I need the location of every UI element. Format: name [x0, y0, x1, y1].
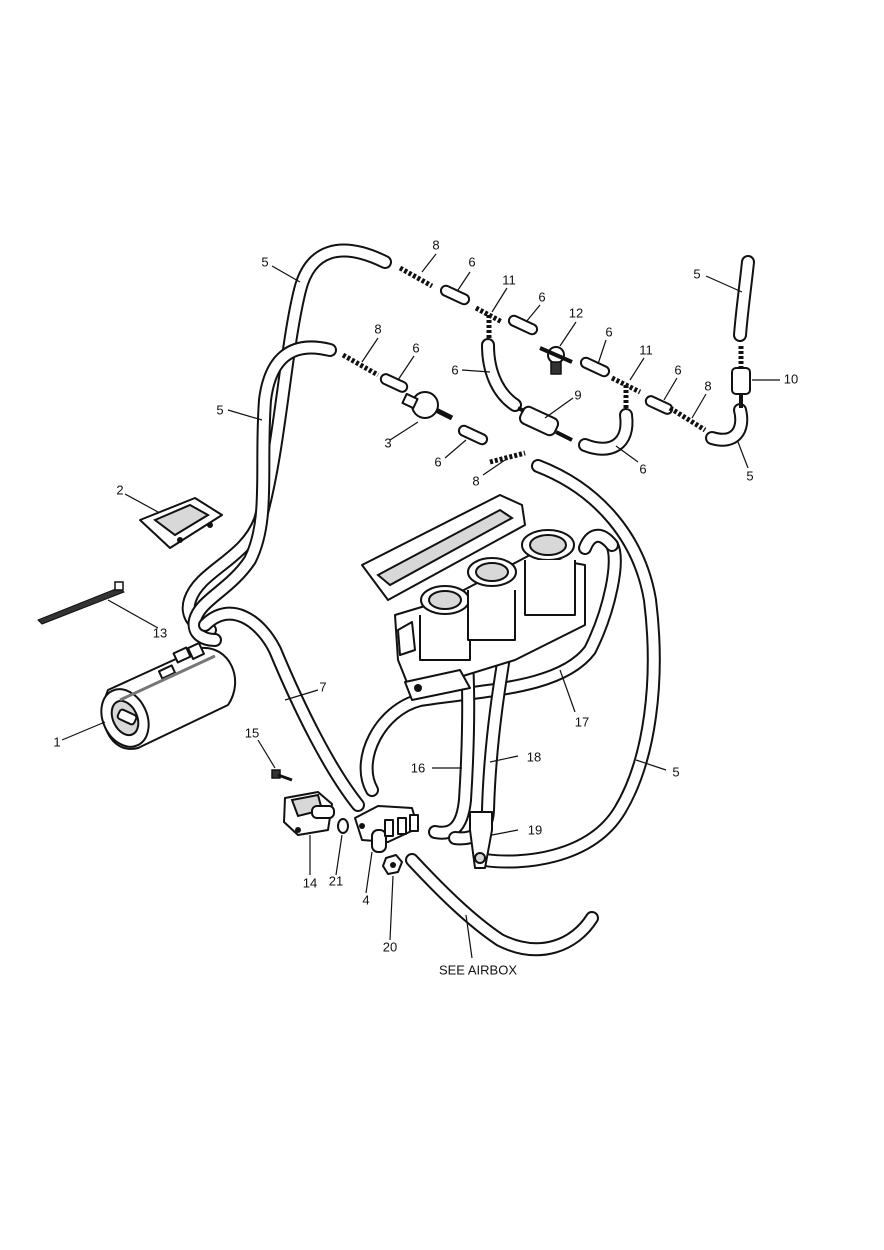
label-9: 9	[574, 388, 581, 403]
nut-20	[382, 854, 403, 875]
o-ring-21	[337, 818, 349, 834]
hose-airbox	[405, 853, 599, 957]
label-8: 8	[704, 379, 711, 394]
hose-6-right-curve	[578, 408, 634, 456]
callout-labels: 5 8 6 11 6 12 6 11 5 10 6 8 8 6 5 6 3 6 …	[53, 238, 798, 978]
valve-block-4	[354, 805, 419, 853]
label-6: 6	[434, 455, 441, 470]
label-5: 5	[261, 255, 268, 270]
solenoid-14	[283, 791, 335, 836]
hose-5-middle-loop	[187, 340, 337, 647]
short-hose-6	[379, 284, 674, 446]
see-airbox-caption: SEE AIRBOX	[439, 963, 517, 978]
label-2: 2	[116, 483, 123, 498]
valve-12	[539, 346, 573, 375]
hose-5-right-upper	[733, 255, 755, 342]
hose-17	[359, 528, 622, 797]
label-6: 6	[639, 462, 646, 477]
label-19: 19	[528, 823, 542, 838]
label-5: 5	[216, 403, 223, 418]
throttle-body-assembly	[361, 494, 586, 701]
label-3: 3	[384, 436, 391, 451]
hose-5-upper-loop	[181, 243, 392, 637]
hose-5-right-lower	[705, 403, 749, 447]
label-5: 5	[672, 765, 679, 780]
connector-8	[341, 265, 707, 465]
label-6: 6	[468, 255, 475, 270]
filter-10	[731, 346, 751, 408]
hose-5-long-right	[478, 459, 661, 869]
label-18: 18	[527, 750, 541, 765]
label-1: 1	[53, 735, 60, 750]
cable-tie-13	[37, 581, 126, 625]
leader-lines	[61, 253, 780, 959]
label-8: 8	[432, 238, 439, 253]
label-13: 13	[153, 626, 167, 641]
label-6: 6	[605, 325, 612, 340]
bracket-19	[469, 811, 493, 869]
label-6: 6	[412, 341, 419, 356]
label-6: 6	[451, 363, 458, 378]
label-11: 11	[502, 273, 516, 288]
label-20: 20	[383, 940, 397, 955]
label-6: 6	[674, 363, 681, 378]
label-5: 5	[746, 469, 753, 484]
hose-7	[198, 606, 365, 812]
label-5: 5	[693, 267, 700, 282]
label-11: 11	[639, 343, 653, 358]
canister-1	[100, 642, 237, 750]
valve-3	[401, 391, 454, 421]
label-17: 17	[575, 715, 589, 730]
filter-9	[517, 405, 573, 442]
label-8: 8	[472, 474, 479, 489]
label-12: 12	[569, 306, 583, 321]
label-8: 8	[374, 322, 381, 337]
label-10: 10	[784, 372, 798, 387]
t-piece-11	[474, 305, 642, 408]
bracket-2	[139, 497, 223, 549]
label-7: 7	[319, 680, 326, 695]
label-6: 6	[538, 290, 545, 305]
label-4: 4	[362, 893, 369, 908]
hose-6-left-curve	[481, 338, 522, 412]
label-21: 21	[329, 874, 343, 889]
label-14: 14	[303, 876, 317, 891]
label-16: 16	[411, 761, 425, 776]
bolt-15	[271, 769, 293, 782]
label-15: 15	[245, 726, 259, 741]
